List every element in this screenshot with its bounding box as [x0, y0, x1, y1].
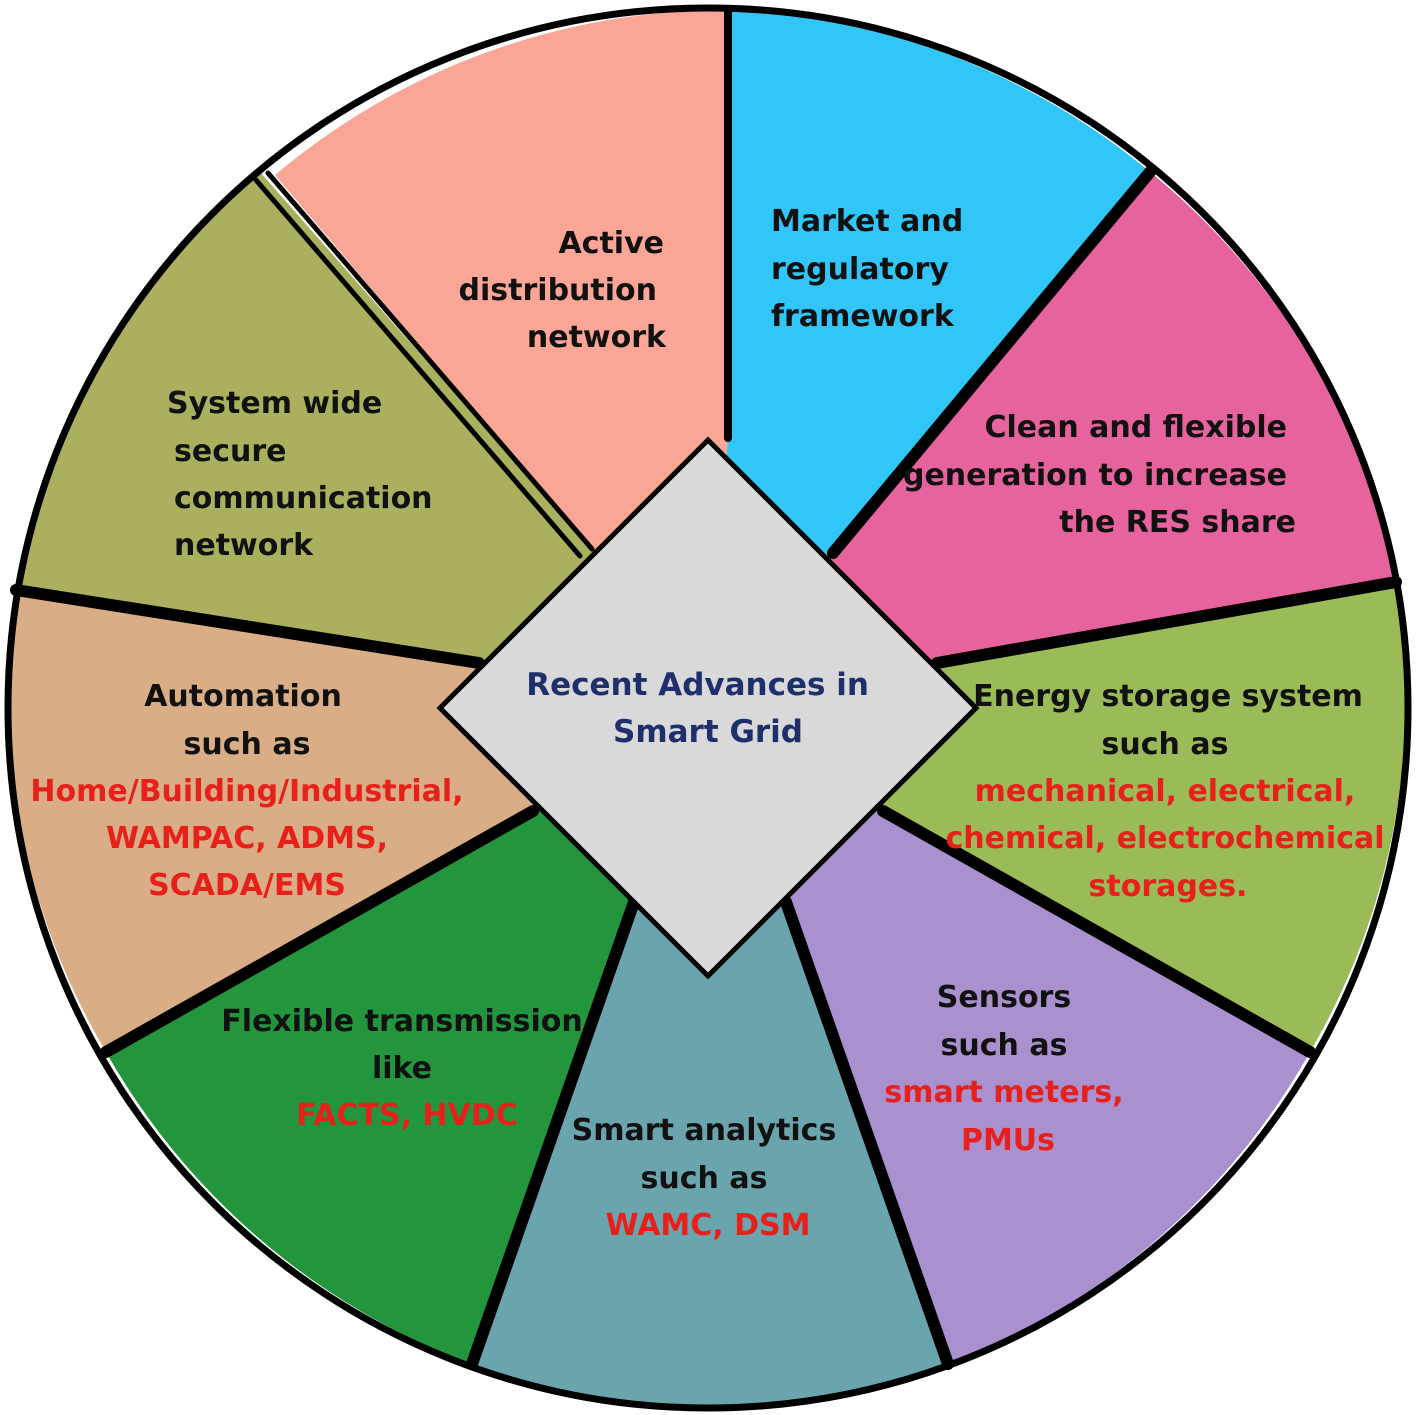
label-clean-flexible-generation: Clean and flexible generation to increase… [903, 410, 1296, 540]
segment-market-regulatory-framework [708, 10, 1150, 708]
label-line: communication [174, 481, 433, 516]
label-example-line: mechanical, electrical, [975, 774, 1356, 809]
label-example-line: PMUs [961, 1123, 1055, 1158]
label-line: Energy storage system [973, 679, 1363, 714]
label-example-line: FACTS, HVDC [296, 1098, 517, 1133]
segment-secure-communication-network [16, 172, 708, 708]
label-example-line: WAMC, DSM [605, 1208, 810, 1243]
label-line: such as [941, 1028, 1068, 1063]
divider-line [827, 166, 1156, 559]
label-smart-analytics: Smart analytics such as WAMC, DSM [572, 1113, 837, 1243]
divider-line [931, 576, 1402, 669]
label-example-line: WAMPAC, ADMS, [106, 821, 388, 856]
label-line: such as [1102, 727, 1229, 762]
outer-ring [4, 4, 1412, 1412]
label-example-line: smart meters, [884, 1075, 1123, 1110]
label-example-line: Home/Building/Industrial, [30, 774, 463, 809]
label-line: generation to increase [903, 458, 1287, 493]
label-line: Automation [144, 679, 342, 714]
label-line: Sensors [937, 980, 1071, 1015]
segment-dividers [10, 6, 1402, 1370]
label-energy-storage-system: Energy storage system such as mechanical, … [945, 679, 1384, 904]
divider-line [253, 177, 583, 559]
center-title-line: Smart Grid [613, 714, 803, 750]
label-line: Flexible transmission [221, 1004, 582, 1039]
divider-line [466, 896, 640, 1370]
label-example-line: chemical, electrochemical [945, 821, 1384, 856]
label-example-line: SCADA/EMS [148, 868, 346, 903]
label-line: distribution [459, 273, 657, 308]
label-line: Market and [771, 204, 963, 239]
label-active-distribution-network: Active distribution network [459, 226, 668, 355]
label-line: regulatory [771, 252, 949, 287]
divider-line [877, 805, 1316, 1058]
label-line: Smart analytics [572, 1113, 837, 1148]
label-line: Clean and flexible [984, 410, 1287, 445]
label-line: framework [771, 299, 955, 334]
label-line: Active [558, 226, 664, 261]
segment-sensors [708, 708, 1310, 1364]
label-line: secure [174, 434, 287, 469]
label-line: network [527, 320, 667, 355]
divider-line [780, 896, 954, 1370]
label-automation: Automation such as Home/Building/Industria… [30, 679, 463, 903]
divider-line [10, 584, 485, 669]
label-line: like [372, 1051, 432, 1086]
label-line: such as [184, 727, 311, 762]
segment-clean-flexible-generation [708, 172, 1396, 708]
segment-smart-analytics [472, 708, 948, 1406]
label-line: such as [641, 1161, 768, 1196]
label-sensors: Sensors such as smart meters, PMUs [884, 980, 1123, 1158]
label-line: the RES share [1059, 505, 1296, 540]
label-example-line: storages. [1089, 869, 1248, 904]
label-line: network [174, 528, 314, 563]
labels-layer: Active distribution network Market and regu… [30, 204, 1384, 1243]
label-line: System wide [167, 386, 382, 421]
label-secure-communication-network: System wide secure communication network [167, 386, 433, 563]
divider-line [265, 170, 595, 552]
segment-flexible-transmission [106, 708, 708, 1364]
center-title: Recent Advances in Smart Grid [526, 667, 880, 750]
divider-line [100, 805, 539, 1058]
center-diamond [436, 436, 980, 980]
label-market-regulatory-framework: Market and regulatory framework [771, 204, 963, 334]
center-title-line: Recent Advances in [526, 667, 869, 703]
